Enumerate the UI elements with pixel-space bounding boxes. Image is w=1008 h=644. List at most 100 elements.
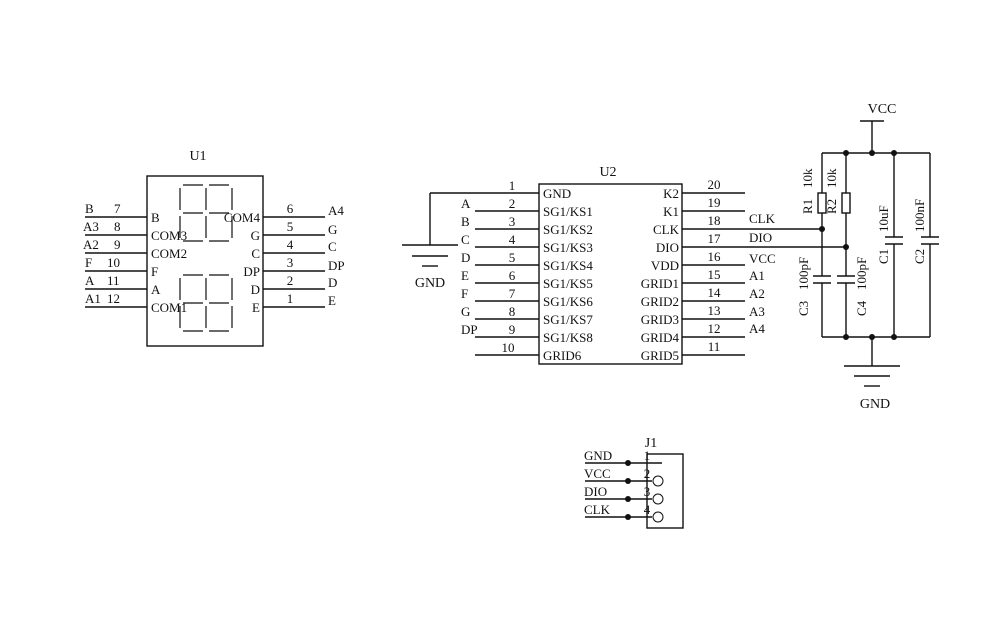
u1-pin-name: C	[251, 246, 260, 261]
j1-pin-number: 2	[644, 466, 651, 481]
junction-dot	[869, 150, 875, 156]
junction-dot	[891, 334, 897, 340]
capacitor-c1: C1 10uF	[876, 153, 903, 337]
u2-pin-number: 8	[509, 304, 516, 319]
u2-pin-number: 17	[708, 231, 722, 246]
u2-pin-net: A4	[749, 321, 765, 336]
u2-pin-number: 4	[509, 232, 516, 247]
pin-socket	[652, 493, 664, 505]
u2-pin-name: SG1/KS3	[543, 240, 593, 255]
u2-pin-net: A1	[749, 268, 765, 283]
u1-pin-net: G	[328, 222, 337, 237]
u1-pin-net: F	[85, 255, 92, 270]
u1-pin-net: A3	[83, 219, 99, 234]
resistor-r2: R2 10k	[824, 153, 851, 247]
u2-pin-name: SG1/KS5	[543, 276, 593, 291]
u2-pin-name: GRID1	[641, 276, 679, 291]
u2-pin-number: 14	[708, 285, 722, 300]
u2-pin-net: CLK	[749, 211, 776, 226]
u1-pin-number: 7	[114, 201, 121, 216]
junction-dot	[843, 244, 849, 250]
u1-pin-name: COM3	[151, 228, 187, 243]
u2-pin-net: B	[461, 214, 470, 229]
c4-value: 100pF	[854, 257, 869, 290]
j1-pin-number: 3	[644, 484, 651, 499]
u2-right-pins: K2 K1 CLK DIO VDD GRID1 GRID2 GRID3 GRID…	[641, 177, 846, 363]
u1-pin-net: A4	[328, 203, 344, 218]
u2-pin-net: DIO	[749, 230, 772, 245]
c2-value: 100nF	[912, 199, 927, 232]
u2-pin-net: D	[461, 250, 470, 265]
u2-left-pins: A B C D E F G DP 1 2 3 4 5 6 7 8 9 10 GN…	[461, 178, 593, 363]
u2-pin-name: GRID4	[641, 330, 680, 345]
u1-pin-name: G	[251, 228, 260, 243]
u1-pin-number: 3	[287, 255, 294, 270]
u2-pin-name: GRID6	[543, 348, 582, 363]
u2-pin-number: 6	[509, 268, 516, 283]
u2-pin-number: 9	[509, 322, 516, 337]
j1-pin-net: CLK	[584, 502, 611, 517]
j1-pin-number: 4	[644, 502, 651, 517]
u2-pin-name: K1	[663, 204, 679, 219]
u2-driver-ic: U2 GND A B C D E F G	[402, 165, 846, 365]
j1-connector: J1 GND VCC DIO CLK 1 2 3 4	[584, 436, 684, 529]
u1-pin-number: 12	[107, 291, 120, 306]
u1-body	[146, 175, 264, 347]
u2-pin-name: SG1/KS8	[543, 330, 593, 345]
u2-pin-number: 11	[708, 339, 721, 354]
u2-pin-name: SG1/KS6	[543, 294, 593, 309]
u2-pin-number: 5	[509, 250, 516, 265]
u2-pin-name: SG1/KS7	[543, 312, 593, 327]
u1-pin-name: COM1	[151, 300, 187, 315]
junction-dot	[891, 150, 897, 156]
power-network: VCC R1 10k R2 10k C3	[796, 102, 939, 412]
u1-pin-net: A	[85, 273, 95, 288]
u2-pin-name: GND	[543, 186, 571, 201]
u2-pin-net: VCC	[749, 251, 776, 266]
junction-dot	[843, 150, 849, 156]
u1-pin-number: 11	[107, 273, 120, 288]
r2-ref: R2	[824, 199, 839, 214]
j1-pin-net: DIO	[584, 484, 607, 499]
c4-ref: C4	[854, 300, 869, 316]
junction-dot	[625, 460, 631, 466]
u2-pin-number: 3	[509, 214, 516, 229]
u2-ref: U2	[599, 165, 616, 180]
u2-pin-net: G	[461, 304, 470, 319]
j1-body	[646, 453, 684, 529]
pin-socket	[652, 475, 664, 487]
junction-dot	[625, 478, 631, 484]
u2-pin-name: GRID5	[641, 348, 679, 363]
pin-socket	[652, 511, 664, 523]
u2-pin-number: 20	[708, 177, 721, 192]
u1-ref: U1	[189, 149, 206, 164]
u1-pin-name: DP	[243, 264, 260, 279]
u1-pin-name: D	[251, 282, 260, 297]
junction-dot	[625, 496, 631, 502]
u1-pin-number: 5	[287, 219, 294, 234]
u2-pin-number: 10	[502, 340, 515, 355]
u2-pin-number: 12	[708, 321, 721, 336]
u2-pin-number: 13	[708, 303, 721, 318]
junction-dot	[843, 334, 849, 340]
resistor-r1: R1 10k	[800, 153, 827, 229]
c3-value: 100pF	[796, 257, 811, 290]
u1-pin-number: 2	[287, 273, 294, 288]
c1-value: 10uF	[876, 205, 891, 232]
u2-pin-net: C	[461, 232, 470, 247]
capacitor-c3: C3 100pF	[796, 229, 831, 337]
u2-gnd-connection: GND	[402, 192, 539, 291]
u2-pin-number: 15	[708, 267, 721, 282]
power-gnd-label: GND	[860, 397, 890, 412]
u2-pin-net: A	[461, 196, 471, 211]
vcc-label: VCC	[868, 102, 897, 117]
u2-pin-name: SG1/KS4	[543, 258, 593, 273]
junction-dot	[819, 226, 825, 232]
u1-pin-name: B	[151, 210, 160, 225]
r1-ref: R1	[800, 199, 815, 214]
u1-right-pins: COM4 G C DP D E 6 5 4 3 2 1 A4 G C DP D …	[224, 201, 345, 315]
u1-pin-net: DP	[328, 258, 345, 273]
u2-pin-name: GRID2	[641, 294, 679, 309]
u1-pin-net: B	[85, 201, 94, 216]
